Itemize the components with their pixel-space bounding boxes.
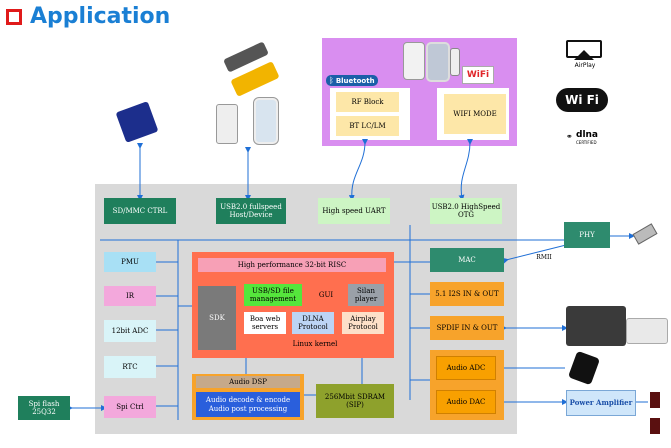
phy-block: PHY bbox=[564, 222, 610, 248]
boa-web-servers-block: Boa web servers bbox=[244, 312, 286, 334]
usb2-fullspeed-block: USB2.0 fullspeed Host/Device bbox=[216, 198, 286, 224]
wifi-badge: WiFi bbox=[462, 66, 494, 84]
page-title: Application bbox=[6, 4, 170, 29]
linux-kernel-label: Linux kernel bbox=[292, 339, 338, 348]
wifi-mode-block: WIFI MODE bbox=[444, 94, 506, 134]
high-speed-uart-block: High speed UART bbox=[318, 198, 390, 224]
dlna-sublabel: CERTIFIED bbox=[576, 140, 597, 145]
mac-block: MAC bbox=[430, 248, 504, 272]
i2s-block: 5.1 I2S IN & OUT bbox=[430, 282, 504, 306]
bt-lclm-block: BT LC/LM bbox=[336, 116, 399, 136]
power-amplifier-block: Power Amplifier bbox=[566, 390, 636, 416]
sdmmc-ctrl-block: SD/MMC CTRL bbox=[104, 198, 176, 224]
wifi-badge-label: WiFi bbox=[466, 70, 490, 80]
speaker-bottom-icon bbox=[650, 418, 660, 434]
audio-dac-block: Audio DAC bbox=[436, 390, 496, 414]
wifi-logo-text: Wi Fi bbox=[565, 93, 599, 107]
ipod-icon bbox=[216, 104, 238, 144]
airplay-protocol-block: Airplay Protocol bbox=[342, 312, 384, 334]
adc12-block: 12bit ADC bbox=[104, 320, 156, 342]
rf-block: RF Block bbox=[336, 92, 399, 112]
airplay-logo: AirPlay bbox=[560, 40, 610, 70]
speaker-top-icon bbox=[650, 392, 660, 408]
dlna-label: dlna bbox=[576, 130, 599, 140]
audio-dsp-title: Audio DSP bbox=[196, 376, 300, 388]
usb-sd-management-block: USB/SD file management bbox=[244, 284, 302, 306]
rtc-block: RTC bbox=[104, 356, 156, 378]
iphone-icon bbox=[254, 98, 278, 144]
gui-block: GUI bbox=[318, 290, 334, 299]
bluetooth-badge: ᛒ Bluetooth bbox=[326, 75, 378, 86]
title-bullet-icon bbox=[6, 8, 22, 25]
sdram-block: 256Mbit SDRAM (SIP) bbox=[316, 384, 394, 418]
spdif-block: SPDIF IN & OUT bbox=[430, 316, 504, 340]
dlna-icon: ⚭ bbox=[566, 132, 573, 141]
phone-slim-icon bbox=[450, 48, 460, 76]
bluetooth-icon: ᛒ bbox=[329, 76, 334, 85]
silan-player-block: Silan player bbox=[348, 284, 384, 306]
spi-flash-block: Spi flash 25Q32 bbox=[18, 396, 70, 420]
spdif-device-icon bbox=[566, 306, 626, 346]
optical-device-icon bbox=[626, 318, 668, 344]
pmu-block: PMU bbox=[104, 252, 156, 272]
audio-adc-block: Audio ADC bbox=[436, 356, 496, 380]
spi-ctrl-block: Spi Ctrl bbox=[104, 396, 156, 418]
dlna-protocol-block: DLNA Protocol bbox=[292, 312, 334, 334]
title-text: Application bbox=[30, 4, 171, 29]
dlna-logo: ⚭ dlna CERTIFIED bbox=[566, 130, 610, 148]
audio-codec-block: Audio decode & encode Audio post process… bbox=[196, 392, 300, 417]
usb2-otg-block: USB2.0 HighSpeed OTG bbox=[430, 198, 502, 224]
sdk-block: SDK bbox=[198, 286, 236, 350]
ir-block: IR bbox=[104, 286, 156, 306]
bluetooth-label: Bluetooth bbox=[335, 76, 375, 85]
wifi-logo: Wi Fi bbox=[556, 88, 608, 112]
rmii-label: RMII bbox=[536, 253, 552, 261]
phone-white-icon bbox=[403, 42, 425, 80]
risc-title: High performance 32-bit RISC bbox=[198, 258, 386, 272]
phone-black-icon bbox=[426, 42, 450, 82]
airplay-label: AirPlay bbox=[574, 62, 596, 69]
